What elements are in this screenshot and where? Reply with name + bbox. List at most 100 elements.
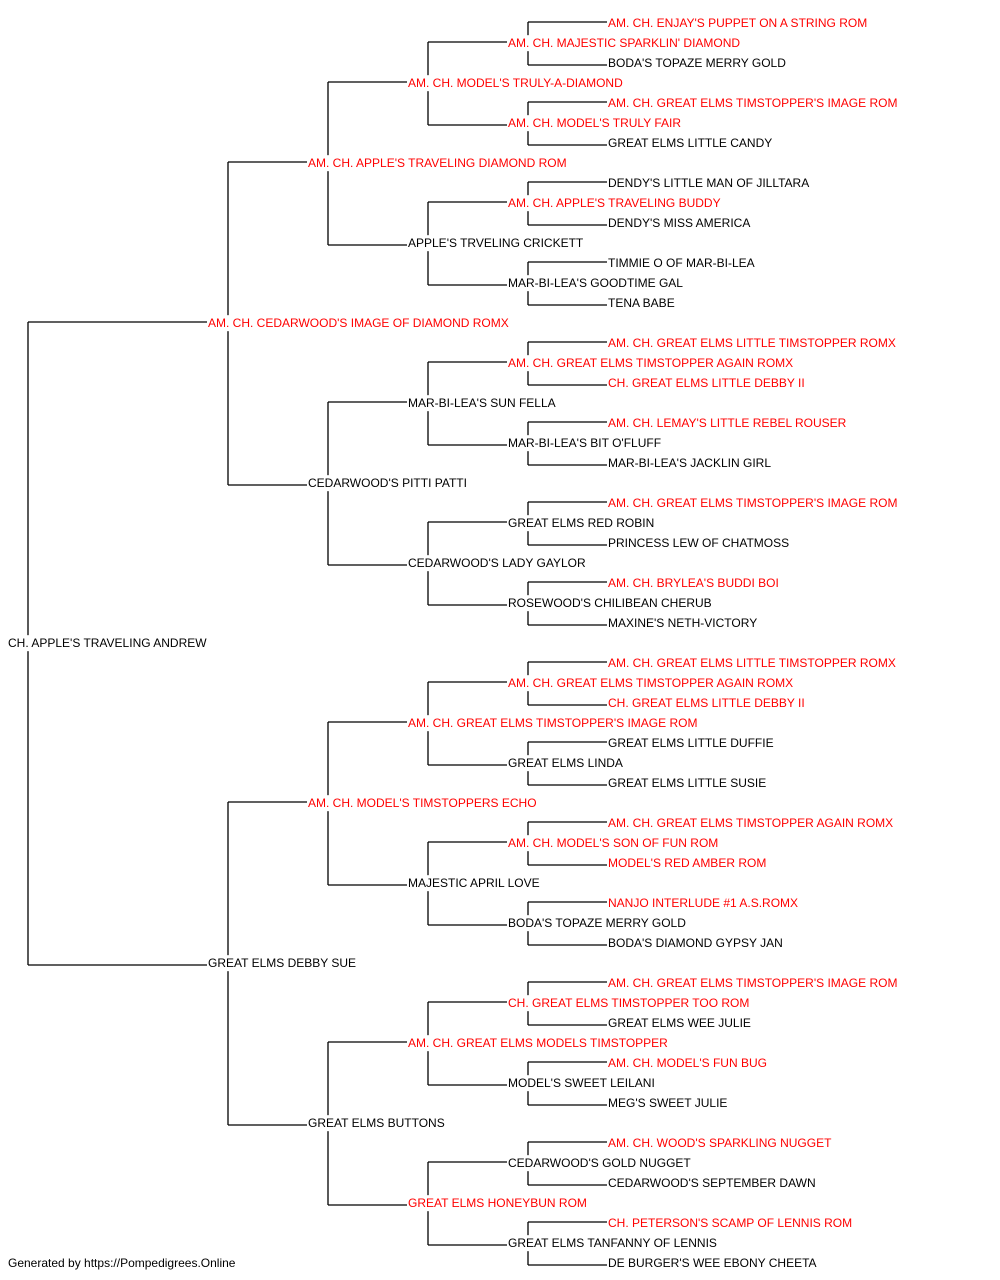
label-background <box>607 335 897 352</box>
label-background <box>507 915 688 932</box>
great-grandparent-name: APPLE'S TRVELING CRICKETT <box>408 236 584 250</box>
gen4-ancestor-name: MODEL'S SWEET LEILANI <box>508 1076 655 1090</box>
label-background <box>607 535 791 552</box>
dam-name: GREAT ELMS DEBBY SUE <box>208 956 356 970</box>
label-background <box>607 375 806 392</box>
label-background <box>607 975 899 992</box>
label-background <box>607 1055 768 1072</box>
gen5-ancestor-name: GREAT ELMS WEE JULIE <box>608 1016 751 1030</box>
sire-name: AM. CH. CEDARWOOD'S IMAGE OF DIAMOND ROM… <box>208 316 509 330</box>
label-background <box>507 275 685 292</box>
label-background <box>507 995 751 1012</box>
label-background <box>507 355 795 372</box>
label-background <box>607 1255 818 1272</box>
label-background <box>607 695 806 712</box>
label-background <box>507 195 722 212</box>
great-grandparent-name: GREAT ELMS HONEYBUN ROM <box>408 1196 587 1210</box>
label-background <box>607 255 756 272</box>
gen5-ancestor-name: AM. CH. GREAT ELMS TIMSTOPPER'S IMAGE RO… <box>608 96 897 110</box>
label-background <box>507 675 795 692</box>
label-background <box>507 1235 718 1252</box>
gen4-ancestor-name: AM. CH. MODEL'S SON OF FUN ROM <box>508 836 718 850</box>
pedigree-labels: CH. APPLE'S TRAVELING ANDREW AM. CH. CEDA… <box>7 15 899 1272</box>
label-background <box>507 35 742 52</box>
gen5-ancestor-name: AM. CH. ENJAY'S PUPPET ON A STRING ROM <box>608 16 867 30</box>
label-background <box>607 1175 817 1192</box>
gen5-ancestor-name: TENA BABE <box>608 296 675 310</box>
label-background <box>307 1115 446 1132</box>
label-background <box>407 235 585 252</box>
gen5-ancestor-name: GREAT ELMS LITTLE DUFFIE <box>608 736 774 750</box>
great-grandparent-name: MAJESTIC APRIL LOVE <box>408 876 540 890</box>
label-background <box>607 1215 854 1232</box>
gen4-ancestor-name: AM. CH. GREAT ELMS TIMSTOPPER AGAIN ROMX <box>508 356 793 370</box>
label-background <box>507 1075 656 1092</box>
label-background <box>507 115 683 132</box>
label-background <box>507 755 624 772</box>
label-background <box>407 555 588 572</box>
label-background <box>607 855 768 872</box>
gen4-ancestor-name: CH. GREAT ELMS TIMSTOPPER TOO ROM <box>508 996 749 1010</box>
label-background <box>607 1015 752 1032</box>
gen5-ancestor-name: GREAT ELMS LITTLE SUSIE <box>608 776 766 790</box>
gen5-ancestor-name: MAR-BI-LEA'S JACKLIN GIRL <box>608 456 771 470</box>
generated-by-footer: Generated by https://Pompedigrees.Online <box>8 1256 236 1270</box>
gen5-ancestor-name: BODA'S TOPAZE MERRY GOLD <box>608 56 786 70</box>
gen5-ancestor-name: AM. CH. GREAT ELMS TIMSTOPPER'S IMAGE RO… <box>608 496 897 510</box>
gen5-ancestor-name: AM. CH. BRYLEA'S BUDDI BOI <box>608 576 779 590</box>
label-background <box>207 955 358 972</box>
label-background <box>607 615 759 632</box>
grandparent-name: AM. CH. MODEL'S TIMSTOPPERS ECHO <box>308 796 537 810</box>
label-background <box>607 575 780 592</box>
gen5-ancestor-name: MAXINE'S NETH-VICTORY <box>608 616 757 630</box>
gen5-ancestor-name: DENDY'S MISS AMERICA <box>608 216 750 230</box>
label-background <box>407 1195 588 1212</box>
gen4-ancestor-name: AM. CH. MODEL'S TRULY FAIR <box>508 116 681 130</box>
gen5-ancestor-name: MEG'S SWEET JULIE <box>608 1096 727 1110</box>
gen4-ancestor-name: GREAT ELMS TANFANNY OF LENNIS <box>508 1236 717 1250</box>
subject-name: CH. APPLE'S TRAVELING ANDREW <box>8 636 207 650</box>
gen5-ancestor-name: AM. CH. GREAT ELMS LITTLE TIMSTOPPER ROM… <box>608 656 896 670</box>
gen5-ancestor-name: AM. CH. GREAT ELMS TIMSTOPPER'S IMAGE RO… <box>608 976 897 990</box>
label-background <box>607 175 811 192</box>
label-background <box>507 835 720 852</box>
gen5-ancestor-name: AM. CH. GREAT ELMS LITTLE TIMSTOPPER ROM… <box>608 336 896 350</box>
gen5-ancestor-name: CH. PETERSON'S SCAMP OF LENNIS ROM <box>608 1216 852 1230</box>
label-background <box>407 715 699 732</box>
label-background <box>507 1155 693 1172</box>
gen5-ancestor-name: AM. CH. WOOD'S SPARKLING NUGGET <box>608 1136 832 1150</box>
gen4-ancestor-name: ROSEWOOD'S CHILIBEAN CHERUB <box>508 596 712 610</box>
gen5-ancestor-name: MODEL'S RED AMBER ROM <box>608 856 766 870</box>
gen4-ancestor-name: AM. CH. GREAT ELMS TIMSTOPPER AGAIN ROMX <box>508 676 793 690</box>
gen5-ancestor-name: AM. CH. LEMAY'S LITTLE REBEL ROUSER <box>608 416 847 430</box>
grandparent-name: AM. CH. APPLE'S TRAVELING DIAMOND ROM <box>308 156 567 170</box>
gen4-ancestor-name: CEDARWOOD'S GOLD NUGGET <box>508 1156 691 1170</box>
gen4-ancestor-name: AM. CH. MAJESTIC SPARKLIN' DIAMOND <box>508 36 740 50</box>
great-grandparent-name: AM. CH. GREAT ELMS MODELS TIMSTOPPER <box>408 1036 668 1050</box>
label-background <box>607 135 774 152</box>
label-background <box>607 295 676 312</box>
label-background <box>407 395 557 412</box>
label-background <box>7 635 209 652</box>
gen5-ancestor-name: CEDARWOOD'S SEPTEMBER DAWN <box>608 1176 816 1190</box>
label-background <box>607 215 752 232</box>
label-background <box>507 595 713 612</box>
gen5-ancestor-name: GREAT ELMS LITTLE CANDY <box>608 136 772 150</box>
label-background <box>607 95 899 112</box>
gen4-ancestor-name: GREAT ELMS LINDA <box>508 756 623 770</box>
label-background <box>607 15 869 32</box>
gen5-ancestor-name: DENDY'S LITTLE MAN OF JILLTARA <box>608 176 809 190</box>
label-background <box>507 435 663 452</box>
gen5-ancestor-name: AM. CH. MODEL'S FUN BUG <box>608 1056 767 1070</box>
gen5-ancestor-name: CH. GREAT ELMS LITTLE DEBBY II <box>608 376 805 390</box>
gen5-ancestor-name: CH. GREAT ELMS LITTLE DEBBY II <box>608 696 805 710</box>
gen5-ancestor-name: PRINCESS LEW OF CHATMOSS <box>608 536 789 550</box>
label-background <box>307 155 568 172</box>
gen5-ancestor-name: AM. CH. GREAT ELMS TIMSTOPPER AGAIN ROMX <box>608 816 893 830</box>
gen5-ancestor-name: DE BURGER'S WEE EBONY CHEETA <box>608 1256 817 1270</box>
great-grandparent-name: MAR-BI-LEA'S SUN FELLA <box>408 396 556 410</box>
gen4-ancestor-name: MAR-BI-LEA'S GOODTIME GAL <box>508 276 683 290</box>
label-background <box>607 935 784 952</box>
label-background <box>607 815 895 832</box>
